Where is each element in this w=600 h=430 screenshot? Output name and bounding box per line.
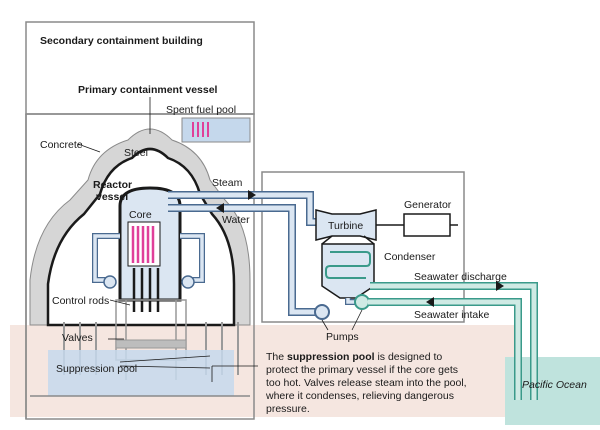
svg-text:The suppression pool is design: The suppression pool is designed to [266,351,442,363]
condenser-label: Condenser [384,251,436,263]
generator [403,213,451,237]
spent-fuel-pool-label: Spent fuel pool [166,104,236,116]
spent-fuel-rods [192,122,209,137]
reactor-vessel-label-line1: Reactor [93,179,132,191]
leader-lines [77,97,258,382]
control-rods [132,268,160,312]
steam-label: Steam [212,177,243,189]
suppression-pool-description: The suppression pool is designed to prot… [265,351,467,415]
desc-line5: pressure. [266,403,310,415]
concrete-label: Concrete [40,139,83,151]
water-label: Water [222,214,250,226]
pump-seawater [354,294,370,310]
reactor-vessel-label-line2: vessel [96,191,128,203]
steam-arrow [248,190,256,200]
turbine [315,209,377,241]
core-label: Core [129,209,152,221]
suppression-pool-water [48,350,234,396]
seawater-discharge-label: Seawater discharge [414,271,507,283]
recirculation-pump-right [181,275,195,289]
pumps-label: Pumps [326,331,359,343]
discharge-arrow [496,281,504,291]
condenser-tubes [325,251,371,279]
core-fuel-rods [131,226,155,263]
seawater-intake-label: Seawater intake [414,309,489,321]
desc-line2: protect the primary vessel if the core g… [266,364,458,376]
pump-water [314,304,330,320]
pacific-ocean-label: Pacific Ocean [522,379,587,391]
control-rods-label: Control rods [52,295,109,307]
recirculation-pump-left [103,275,117,289]
desc-line3: too hot. Valves release steam into the p… [266,377,467,389]
desc-line4: where it condenses, relieving dangerous [265,390,454,402]
secondary-building-label: Secondary containment building [40,35,203,47]
turbine-label: Turbine [328,220,363,232]
desc-prefix: The [266,351,287,363]
water-arrow [216,203,224,213]
primary-vessel-label: Primary containment vessel [78,84,218,96]
valves-label: Valves [62,332,93,344]
desc-highlight: suppression pool [287,351,375,363]
suppression-pool-label: Suppression pool [56,363,137,375]
generator-label: Generator [404,199,452,211]
desc-line1-rest: is designed to [375,351,443,363]
intake-arrow [426,297,434,307]
steel-label: Steel [124,147,148,159]
